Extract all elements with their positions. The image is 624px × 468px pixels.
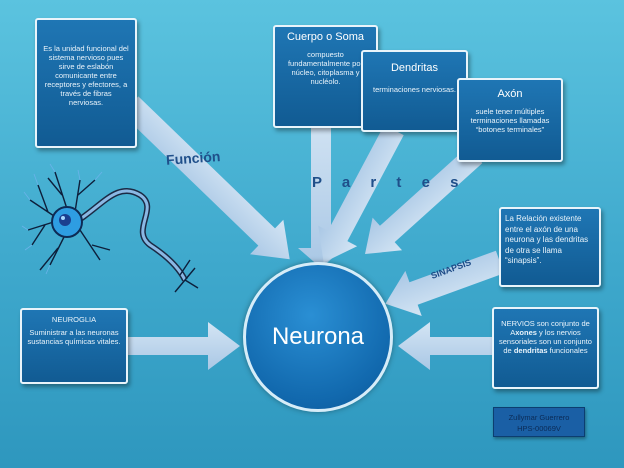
neuroglia-title: NEUROGLIA [51,315,97,324]
funcion-text: Es la unidad funcional del sistema nervi… [43,44,129,107]
funcion-box: Es la unidad funcional del sistema nervi… [35,18,137,148]
axon-title: Axón [497,88,523,100]
partes-label: P a r t e s [312,174,467,191]
cuerpo-arrow [298,108,344,268]
neuron-illustration [21,163,199,293]
neuroglia-text: Suministrar a las neuronas sustancias qu… [27,328,121,346]
dendritas-text: terminaciones nerviosas. [373,85,456,94]
cuerpo-box: Cuerpo o Soma compuesto fundamentalmente… [273,25,378,128]
funcion-arrow [121,96,290,260]
neuroglia-arrow [128,322,240,370]
nervios-bold-dendritas: dendritas [513,346,548,355]
dendritas-arrow [318,124,404,263]
dendritas-box: Dendritas terminaciones nerviosas. [361,50,468,132]
relacion-box: La Relación existente entre el axón de u… [499,207,601,287]
nervios-arrow [398,322,492,370]
nervios-text: NERVIOS son conjunto de Axones y los ner… [499,319,592,355]
axon-arrow [365,146,483,255]
author-badge: Zullymar Guerrero HPS-00069V [493,407,585,437]
cuerpo-title: Cuerpo o Soma [286,31,365,43]
sinapsis-arrow [385,250,505,317]
neuroglia-box: NEUROGLIA Suministrar a las neuronas sus… [20,308,128,384]
neurona-center: Neurona [243,262,393,412]
author-name: Zullymar Guerrero [508,413,570,422]
nervios-bold-axones: xones [515,328,537,337]
nervios-box: NERVIOS son conjunto de Axones y los ner… [492,307,599,389]
axon-box: Axón suele tener múltiples terminaciones… [457,78,563,162]
dendritas-title: Dendritas [390,62,439,74]
relacion-text: La Relación existente entre el axón de u… [505,214,589,265]
author-code: HPS-00069V [517,424,561,433]
axon-text: suele tener múltiples terminaciones llam… [470,107,550,134]
cuerpo-text: compuesto fundamentalmente por núcleo, c… [287,50,364,86]
